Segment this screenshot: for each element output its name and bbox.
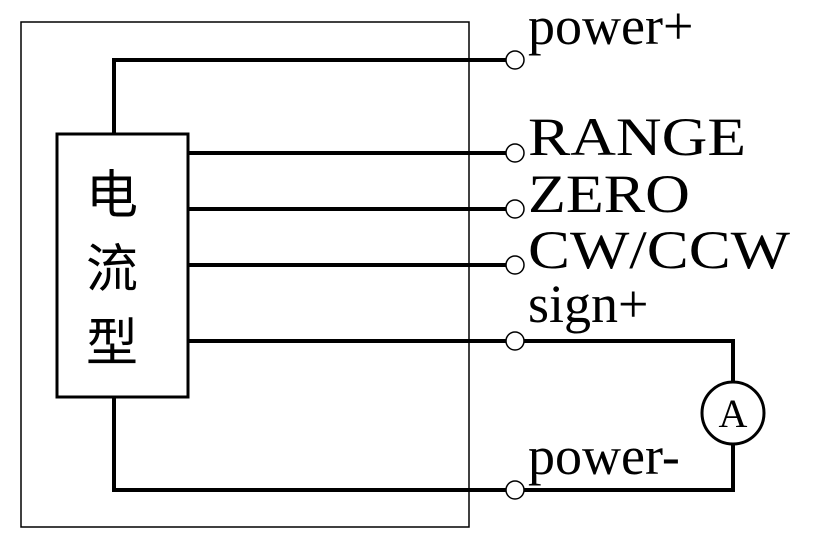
terminal-cw-ccw (505, 255, 525, 275)
housing-frame (20, 21, 470, 528)
wire-power-minus (112, 397, 506, 492)
ammeter-letter: A (719, 391, 748, 436)
label-power-minus: power- (528, 426, 680, 486)
terminal-power-minus (505, 480, 525, 500)
module-label-char-3: 型 (86, 314, 138, 374)
module-label-char-2: 流 (86, 240, 138, 300)
label-sign-plus: sign+ (528, 274, 648, 334)
terminal-zero (505, 199, 525, 219)
module-label-char-1: 电 (86, 166, 138, 226)
label-power-plus: power+ (528, 0, 693, 56)
terminal-range (505, 143, 525, 163)
terminal-power-plus (505, 50, 525, 70)
label-cw-ccw: CW/CCW (528, 220, 790, 280)
wire-power-plus (112, 58, 506, 134)
label-zero: ZERO (528, 164, 690, 224)
terminal-sign-plus (505, 331, 525, 351)
label-range: RANGE (528, 107, 746, 167)
ammeter (700, 380, 766, 446)
